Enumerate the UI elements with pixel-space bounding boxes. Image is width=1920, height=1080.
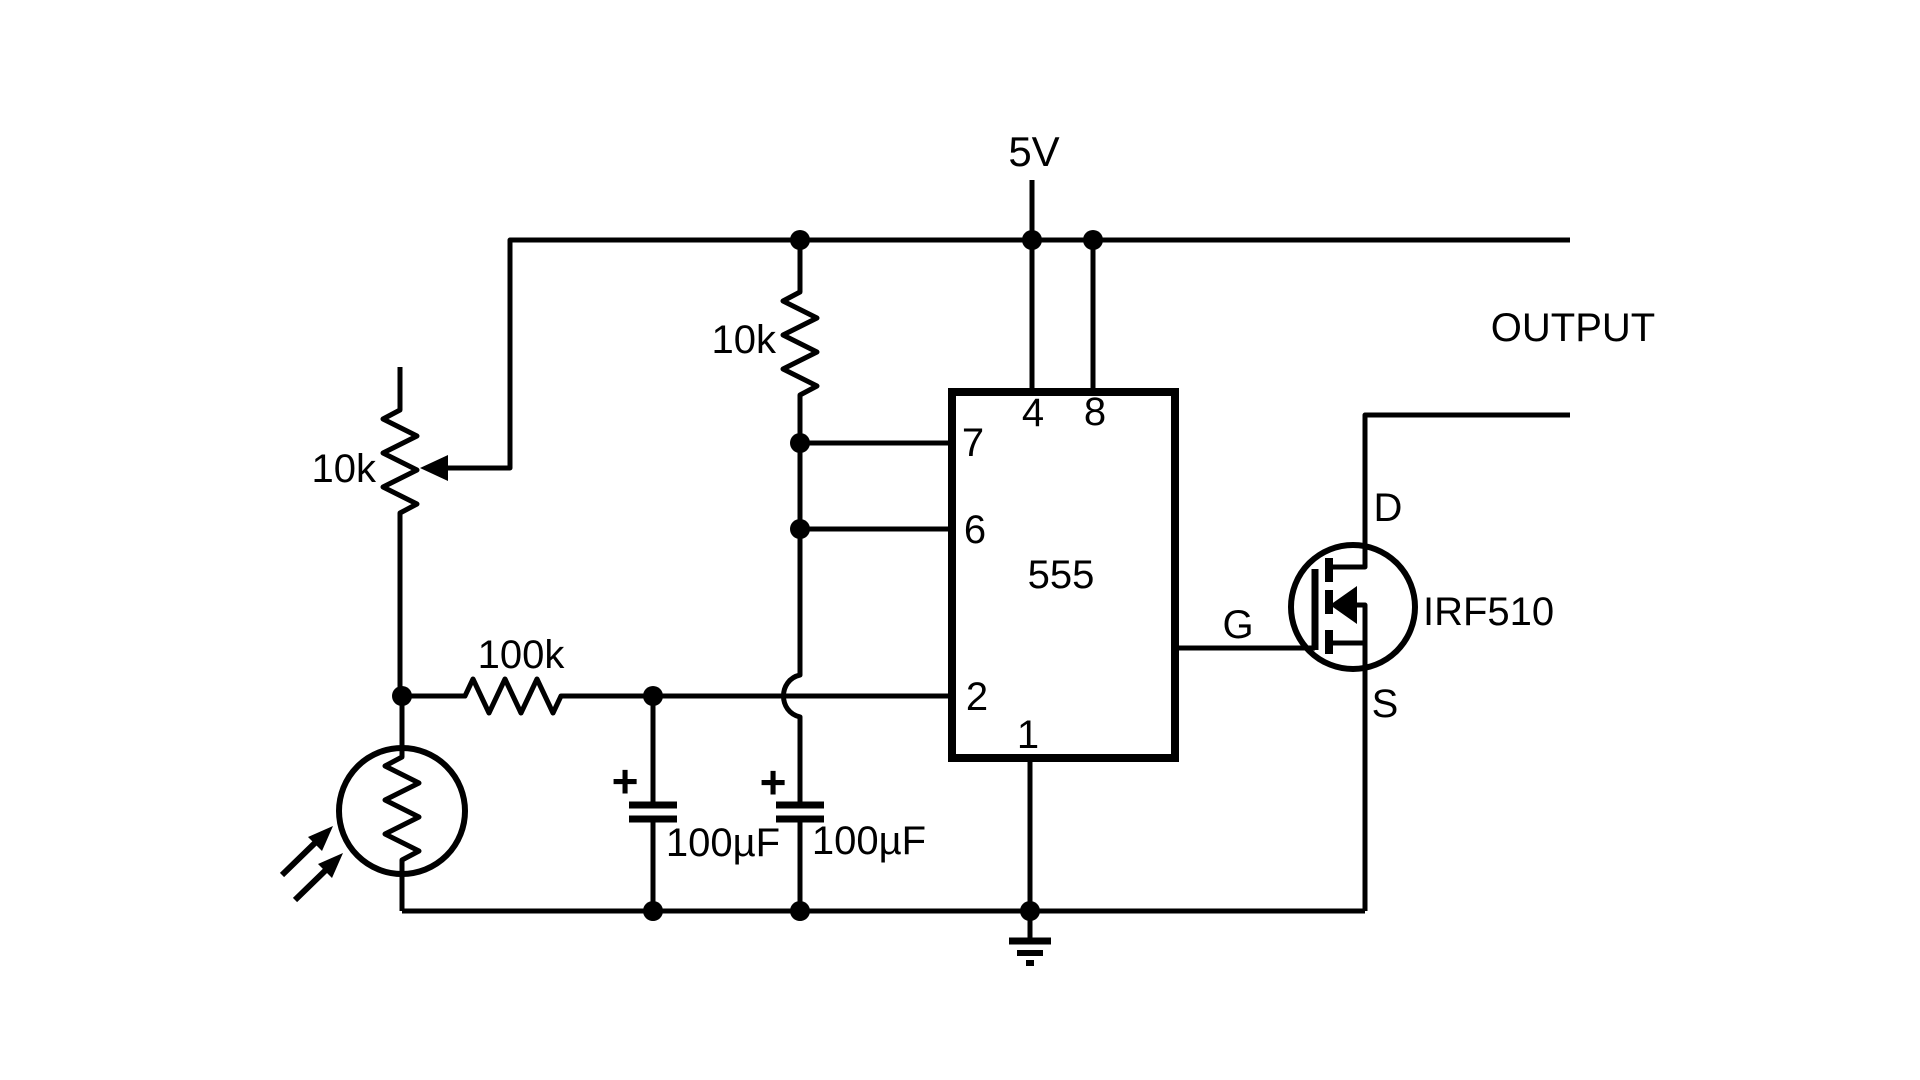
junction-dot [643,901,663,921]
resistor-r1-symbol [780,240,820,443]
pin-7-label: 7 [962,421,984,465]
potentiometer-label: 10k [312,447,377,491]
light-arrow-1 [279,837,321,878]
body-diode-arrow-icon [1330,586,1357,624]
pin-2-label: 2 [966,675,988,719]
gate-terminal-label: G [1222,603,1253,647]
power-rail-wire [446,237,1570,471]
power-supply-5v: 5V [1008,128,1060,240]
ic-555-label: 555 [1028,553,1095,597]
junction-dot [790,230,810,250]
c1-polarity-plus: + [612,755,639,807]
capacitor-c2-100uf: + 100µF [760,756,926,911]
junction-dot [790,519,810,539]
resistor-r2-100k: 100k [402,633,950,716]
resistor-r1-label: 10k [712,318,777,362]
c1-value-label: 100µF [666,821,780,865]
junction-dot [1022,230,1042,250]
light-arrow-1-head-icon [308,826,333,851]
vertical-net-wire-with-hop [781,443,803,802]
light-arrow-2 [292,863,333,903]
mosfet-circle-icon [1288,542,1418,672]
drain-wire-to-output [1331,412,1570,570]
junction-dot [790,901,810,921]
output-label: OUTPUT [1491,306,1655,350]
junction-dot [392,686,412,706]
potentiometer-wiper-arrow-icon [420,455,448,481]
resistor-r2-symbol-and-trigger-wire [402,676,950,716]
ic-555-timer: 555 7 6 2 1 4 8 [948,388,1179,911]
source-wire-to-ground [1331,640,1368,911]
supply-voltage-label: 5V [1008,128,1059,175]
pin-6-label: 6 [964,508,986,552]
pin-8-label: 8 [1084,390,1106,434]
junction-dot [643,686,663,706]
potentiometer-symbol [380,367,420,696]
pin-4-label: 4 [1022,391,1044,435]
pin-1-label: 1 [1017,713,1039,757]
junction-dot [1020,901,1040,921]
junction-dot [790,433,810,453]
threshold-discharge-net [781,440,950,802]
light-arrow-2-head-icon [318,853,343,878]
ic-555-body [948,388,1179,762]
ldr-photoresistor [279,696,468,911]
mosfet-irf510: G D S IRF510 [1175,412,1570,911]
c2-polarity-plus: + [760,756,787,808]
potentiometer-10k: 10k [312,367,448,696]
capacitor-c1-100uf: + 100µF [612,696,780,911]
source-terminal-label: S [1372,682,1399,726]
resistor-r2-label: 100k [478,633,566,677]
c2-value-label: 100µF [812,819,926,863]
mosfet-part-number-label: IRF510 [1423,590,1554,634]
resistor-r1-10k: 10k [712,240,820,443]
junction-dots [392,230,1103,921]
ldr-resistor-zigzag [382,749,422,874]
drain-terminal-label: D [1374,486,1403,530]
junction-dot [1083,230,1103,250]
